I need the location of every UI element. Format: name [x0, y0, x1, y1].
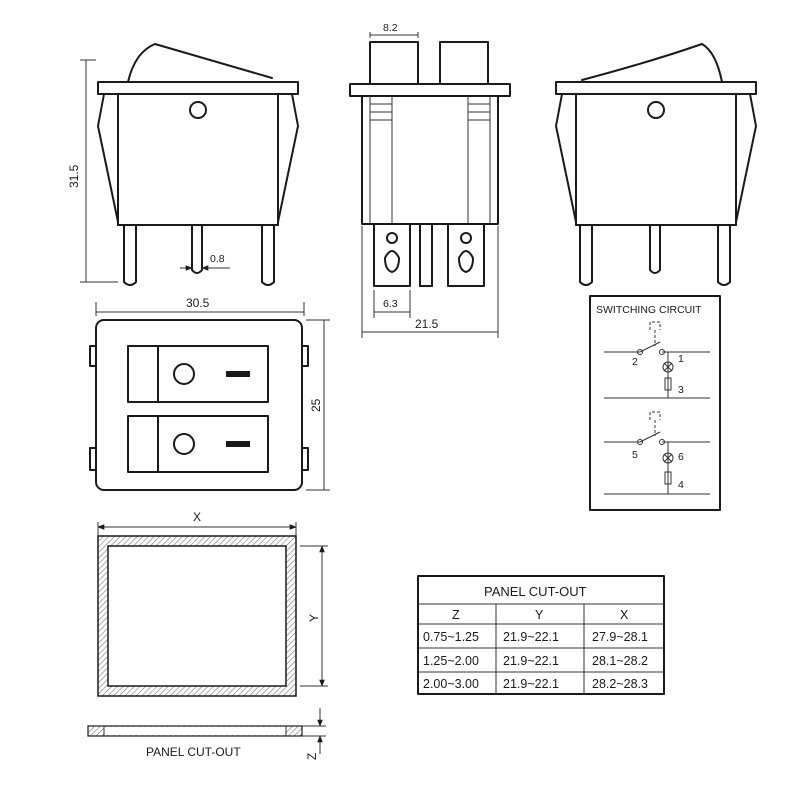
terminal-4: 4 — [678, 479, 684, 491]
front-view: 31.5 0.8 — [67, 43, 299, 286]
dim-terminal-width: 8.2 — [383, 22, 398, 34]
terminal-5: 5 — [632, 449, 638, 461]
panel-cutout-table: PANEL CUT-OUT Z Y X 0.75~1.25 21.9~22.1 … — [417, 575, 665, 695]
table-cell: 28.2~28.3 — [592, 677, 648, 691]
dim-body-width: 30.5 — [186, 296, 210, 310]
table-header-x: X — [620, 608, 629, 622]
side-view: 8.2 6.3 21.5 — [349, 22, 511, 338]
panel-cutout-drawing: X Y Z PANEL CUT-OUT — [87, 510, 328, 760]
top-view: 30.5 25 — [89, 296, 330, 491]
terminal-2: 2 — [632, 356, 638, 368]
terminal-6: 6 — [678, 451, 684, 463]
table-header-y: Y — [535, 608, 544, 622]
terminal-1: 1 — [678, 353, 684, 365]
table-header-z: Z — [452, 608, 460, 622]
switching-circuit: SWITCHING CIRCUIT 2 1 3 5 6 4 — [589, 295, 721, 511]
dim-height-total: 31.5 — [67, 164, 81, 188]
panel-cutout-label: PANEL CUT-OUT — [146, 745, 241, 759]
dim-cutout-width: X — [193, 510, 201, 524]
table-cell: 27.9~28.1 — [592, 630, 648, 644]
table-cell: 1.25~2.00 — [423, 654, 479, 668]
table-cell: 28.1~28.2 — [592, 654, 648, 668]
table-cell: 21.9~22.1 — [503, 654, 559, 668]
table-title: PANEL CUT-OUT — [484, 584, 587, 599]
table-cell: 0.75~1.25 — [423, 630, 479, 644]
terminal-3: 3 — [678, 384, 684, 396]
table-cell: 2.00~3.00 — [423, 677, 479, 691]
table-cell: 21.9~22.1 — [503, 677, 559, 691]
table-cell: 21.9~22.1 — [503, 630, 559, 644]
dim-body-height: 25 — [309, 398, 323, 412]
dim-terminal-thickness: 0.8 — [210, 253, 225, 265]
circuit-title: SWITCHING CIRCUIT — [596, 304, 702, 316]
dim-terminal-spacing: 6.3 — [383, 298, 398, 310]
dim-panel-thickness: Z — [305, 753, 319, 760]
rear-view — [555, 43, 757, 286]
dim-side-depth: 21.5 — [415, 317, 439, 331]
dim-cutout-height: Y — [307, 614, 321, 622]
